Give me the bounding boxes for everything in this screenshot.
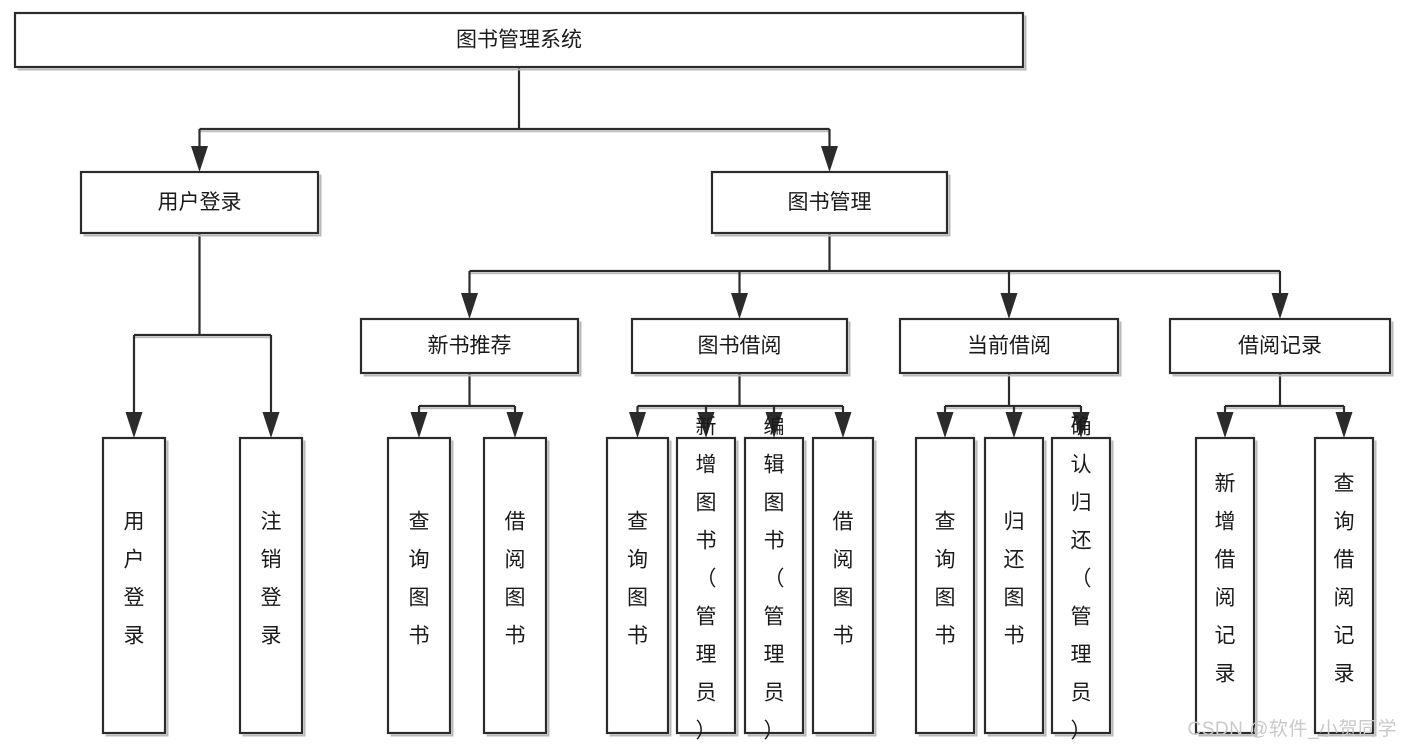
node-box[interactable] bbox=[386, 436, 452, 735]
node-label: 新书推荐 bbox=[428, 335, 512, 358]
node-label: 归还图书 bbox=[1004, 511, 1025, 648]
node-leaf-query-record[interactable]: 查询借阅记录 bbox=[1313, 436, 1377, 737]
node-label: 借阅图书 bbox=[833, 511, 854, 648]
node-box[interactable] bbox=[983, 436, 1045, 735]
node-box[interactable] bbox=[1313, 436, 1375, 735]
edge-group-user-login bbox=[125, 233, 280, 438]
node-layer: 图书管理系统用户登录图书管理新书推荐图书借阅当前借阅借阅记录用户登录注销登录查询… bbox=[13, 11, 1394, 743]
node-label: 借阅记录 bbox=[1238, 335, 1322, 358]
node-box[interactable] bbox=[1050, 436, 1112, 735]
node-new-book-recommend[interactable]: 新书推荐 bbox=[359, 317, 582, 377]
node-leaf-query-book-3[interactable]: 查询图书 bbox=[914, 436, 978, 737]
node-label: 编辑图书（管理员） bbox=[764, 416, 785, 743]
node-leaf-return-book[interactable]: 归还图书 bbox=[983, 436, 1047, 737]
edge-group-borrow-record bbox=[1216, 373, 1353, 438]
node-leaf-user-login[interactable]: 用户登录 bbox=[101, 436, 169, 737]
node-label: 图书借阅 bbox=[698, 335, 782, 358]
node-label: 新增图书（管理员） bbox=[696, 416, 717, 743]
node-box[interactable] bbox=[1168, 317, 1392, 375]
node-box[interactable] bbox=[79, 170, 320, 235]
node-box[interactable] bbox=[898, 317, 1120, 375]
edge-group-current-borrow bbox=[936, 373, 1090, 438]
edge-group-book-borrow bbox=[629, 373, 852, 438]
node-user-login[interactable]: 用户登录 bbox=[79, 170, 322, 237]
node-label: 查询图书 bbox=[935, 511, 956, 648]
node-leaf-confirm-return[interactable]: 确认归还（管理员） bbox=[1050, 416, 1114, 743]
node-label: 查询图书 bbox=[627, 511, 648, 648]
node-box[interactable] bbox=[1194, 436, 1256, 735]
node-box[interactable] bbox=[238, 436, 304, 735]
node-label: 用户登录 bbox=[158, 191, 242, 214]
node-box[interactable] bbox=[914, 436, 976, 735]
node-book-manage[interactable]: 图书管理 bbox=[710, 170, 951, 237]
edge-group-new-book-recommend bbox=[410, 373, 524, 438]
node-current-borrow[interactable]: 当前借阅 bbox=[898, 317, 1122, 377]
edge-layer bbox=[125, 67, 1353, 438]
node-label: 确认归还（管理员） bbox=[1071, 416, 1092, 743]
node-root[interactable]: 图书管理系统 bbox=[13, 11, 1027, 71]
node-label: 注销登录 bbox=[261, 511, 282, 648]
node-box[interactable] bbox=[710, 170, 949, 235]
node-label: 查询图书 bbox=[409, 511, 430, 648]
node-box[interactable] bbox=[743, 436, 805, 735]
watermark: CSDN @软件_小贺同学 bbox=[1187, 719, 1397, 740]
node-box[interactable] bbox=[605, 436, 670, 735]
node-box[interactable] bbox=[630, 317, 849, 375]
node-borrow-record[interactable]: 借阅记录 bbox=[1168, 317, 1394, 377]
node-box[interactable] bbox=[359, 317, 580, 375]
node-label: 图书管理 bbox=[788, 191, 872, 214]
node-label: 图书管理系统 bbox=[456, 29, 582, 52]
node-book-borrow[interactable]: 图书借阅 bbox=[630, 317, 851, 377]
edge-group-root bbox=[191, 67, 838, 172]
node-leaf-edit-book[interactable]: 编辑图书（管理员） bbox=[743, 416, 807, 743]
node-label: 查询借阅记录 bbox=[1334, 473, 1355, 686]
node-label: 用户登录 bbox=[124, 511, 145, 648]
node-box[interactable] bbox=[675, 436, 737, 735]
edge-group-book-manage bbox=[461, 233, 1289, 319]
node-label: 新增借阅记录 bbox=[1215, 473, 1236, 686]
node-leaf-add-record[interactable]: 新增借阅记录 bbox=[1194, 436, 1258, 737]
node-box[interactable] bbox=[13, 11, 1025, 69]
node-box[interactable] bbox=[482, 436, 548, 735]
node-box[interactable] bbox=[101, 436, 167, 735]
node-box[interactable] bbox=[811, 436, 875, 735]
node-leaf-query-book-1[interactable]: 查询图书 bbox=[386, 436, 454, 737]
node-label: 当前借阅 bbox=[967, 335, 1051, 358]
node-label: 借阅图书 bbox=[505, 511, 526, 648]
node-leaf-borrow-book-2[interactable]: 借阅图书 bbox=[811, 436, 877, 737]
node-leaf-query-book-2[interactable]: 查询图书 bbox=[605, 436, 672, 737]
node-leaf-add-book[interactable]: 新增图书（管理员） bbox=[675, 416, 739, 743]
node-leaf-logout[interactable]: 注销登录 bbox=[238, 436, 306, 737]
node-leaf-borrow-book-1[interactable]: 借阅图书 bbox=[482, 436, 550, 737]
